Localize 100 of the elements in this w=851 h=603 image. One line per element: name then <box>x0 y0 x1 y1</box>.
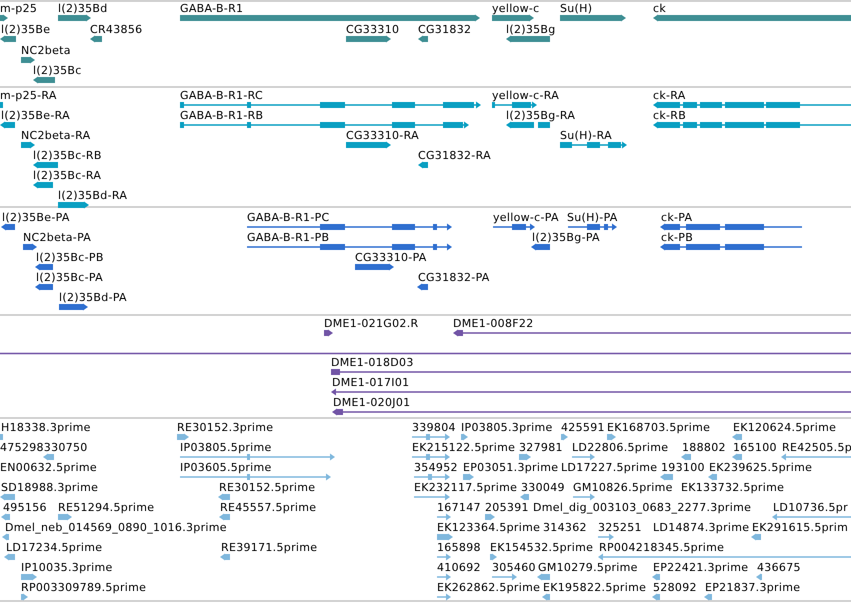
feature-label: 314362 <box>543 522 587 534</box>
feature-label: CG33310 <box>346 24 400 36</box>
feature-label: LD10736.5pr <box>773 502 848 514</box>
feature-label: NC2beta-PA <box>23 232 92 244</box>
feature-label: l(2)35Be-PA <box>2 212 70 224</box>
feature-label: l(2)35Bd-RA <box>58 190 128 202</box>
feature-label: 205391 <box>485 502 529 514</box>
feature-label: 165100 <box>733 442 777 454</box>
feature-label: GM10279.5prime <box>538 562 638 574</box>
feature-label: 339804 <box>412 422 456 434</box>
feature-label: yellow-c-RA <box>492 90 560 102</box>
feature-label: l(2)35Bc-RB <box>33 150 102 162</box>
feature-label: l(2)35Bc-RA <box>33 170 102 182</box>
feature-label: CG31832 <box>418 24 472 36</box>
feature-label: m-p25-RA <box>0 90 57 102</box>
feature-label: l(2)35Bd-PA <box>59 292 127 304</box>
feature-label: ck-PA <box>661 212 692 224</box>
feature-label: DME1-020J01 <box>333 397 410 409</box>
feature-label: l(2)35Bg <box>506 24 556 36</box>
feature-label: Dmel_dig_003103_0683_2277.3prime <box>533 502 752 514</box>
feature-label: DME1-018D03 <box>331 357 414 369</box>
feature-label: yellow-c <box>492 3 540 15</box>
feature-label: RP003309789.5prime <box>21 582 146 594</box>
feature-label: IP03805.5prime <box>180 442 272 454</box>
feature-label: EK215122.5prime <box>412 442 516 454</box>
feature-label: EP03051.3prime <box>463 462 558 474</box>
feature-label: EK120624.5prime <box>733 422 836 434</box>
feature-label: 475298330750 <box>0 442 88 454</box>
feature-label: EK195822.5prime <box>543 582 646 594</box>
feature-label: 436675 <box>757 562 801 574</box>
feature-label: 410692 <box>437 562 481 574</box>
feature-label: CG33310-RA <box>346 130 419 142</box>
feature-label: 325251 <box>598 522 642 534</box>
feature-label: RE51294.5prime <box>58 502 154 514</box>
feature-label: Su(H)-RA <box>560 130 612 142</box>
feature-label: l(2)35Bc-PB <box>36 252 104 264</box>
feature-label: RE45557.5prime <box>220 502 316 514</box>
feature-label: GABA-B-R1-PC <box>247 212 330 224</box>
feature-label: EP21837.3prime <box>705 582 800 594</box>
feature-label: 167147 <box>437 502 481 514</box>
feature-label: EK262862.5prime <box>437 582 540 594</box>
feature-label: 193100 <box>661 462 705 474</box>
feature-label: ck <box>653 3 666 15</box>
feature-label: EK133732.5prime <box>681 482 784 494</box>
feature-label: CG33310-PA <box>355 252 427 264</box>
feature-label: EK232117.5prime <box>414 482 518 494</box>
feature-label: LD14874.3prime <box>653 522 750 534</box>
feature-label: EK154532.5prime <box>490 542 594 554</box>
feature-label: EK168703.5prime <box>607 422 710 434</box>
feature-label: CR43856 <box>90 24 142 36</box>
feature-label: GABA-B-R1 <box>180 3 244 15</box>
feature-label: EP22421.3prime <box>653 562 748 574</box>
feature-label: l(2)35Be-RA <box>1 110 70 122</box>
feature-label: l(2)35Bc-PA <box>36 272 103 284</box>
feature-label: DME1-021G02.R <box>324 318 418 330</box>
feature-label: SD18988.3prime <box>1 482 98 494</box>
feature-label: l(2)35Bd <box>58 3 108 15</box>
feature-label: CG31832-RA <box>418 150 491 162</box>
feature-label: EN00632.5prime <box>0 462 97 474</box>
feature-label: GABA-B-R1-RC <box>180 90 263 102</box>
feature-label: IP03805.3prime <box>461 422 553 434</box>
feature-label: RP004218345.5prime <box>599 542 724 554</box>
feature-label: 305460 <box>492 562 536 574</box>
feature-label: 425591 <box>561 422 605 434</box>
feature-label: 354952 <box>414 462 458 474</box>
feature-label: Su(H)-PA <box>567 212 618 224</box>
feature-label: LD17227.5prime <box>561 462 658 474</box>
feature-label: 327981 <box>519 442 563 454</box>
feature-label: CG31832-PA <box>418 272 490 284</box>
feature-label: Su(H) <box>560 3 592 15</box>
feature-label: 528092 <box>653 582 697 594</box>
feature-label: m-p25 <box>0 3 38 15</box>
feature-label: 495156 <box>3 502 47 514</box>
feature-label: 330049 <box>521 482 565 494</box>
feature-label: NC2beta-RA <box>21 130 90 142</box>
feature-label: LD17234.5prime <box>6 542 102 554</box>
feature-label: IP10035.3prime <box>21 562 113 574</box>
feature-label: l(2)35Be <box>1 24 50 36</box>
feature-label: ck-PB <box>661 232 694 244</box>
feature-label: EK123364.5prime <box>437 522 540 534</box>
feature-label: GABA-B-R1-RB <box>180 110 264 122</box>
feature-label: RE30152.5prime <box>219 482 316 494</box>
feature-label: EK239625.5prime <box>709 462 812 474</box>
feature-label: NC2beta <box>21 45 71 57</box>
feature-label: LD22806.5prime <box>572 442 668 454</box>
feature-label: DME1-017I01 <box>332 377 410 389</box>
feature-label: yellow-c-PA <box>493 212 559 224</box>
feature-label: EK291615.5prim <box>752 522 848 534</box>
feature-label: GABA-B-R1-PB <box>247 232 330 244</box>
feature-label: RE39171.5prime <box>221 542 318 554</box>
feature-label: ck-RA <box>653 90 686 102</box>
feature-label: l(2)35Bc <box>33 65 82 77</box>
feature-label: GM10826.5prime <box>573 482 673 494</box>
feature-label: Dmel_neb_014569_0890_1016.3prime <box>5 522 227 534</box>
feature-label: H18338.3prime <box>1 422 91 434</box>
feature-label: l(2)35Bg-PA <box>532 232 600 244</box>
feature-label: 188802 <box>682 442 726 454</box>
feature-label: IP03605.5prime <box>180 462 272 474</box>
feature-label: ck-RB <box>653 110 686 122</box>
feature-label: DME1-008F22 <box>453 318 534 330</box>
